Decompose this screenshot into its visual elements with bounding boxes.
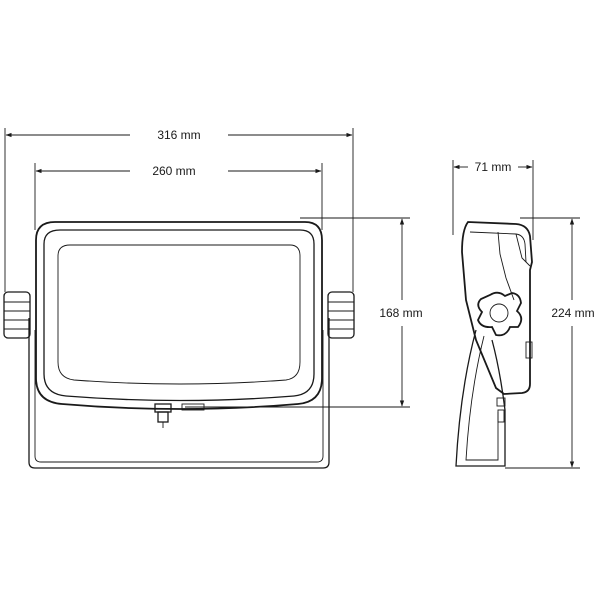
label-overall-height: 224 mm: [551, 306, 594, 320]
left-knob: [3, 291, 31, 339]
display-bezel: [43, 229, 315, 402]
dimension-depth: 71 mm: [453, 160, 533, 174]
bottom-connector: [154, 403, 205, 428]
side-bracket: [455, 329, 506, 467]
display-housing: [35, 221, 323, 410]
right-knob: [327, 291, 355, 339]
label-overall-width: 316 mm: [157, 128, 200, 142]
dimension-display-height: 168 mm: [379, 218, 423, 407]
side-housing: [461, 221, 533, 395]
mounting-bracket: [28, 318, 330, 469]
dimension-overall-height: 224 mm: [551, 218, 595, 468]
label-depth: 71 mm: [475, 160, 512, 174]
label-display-height: 168 mm: [379, 306, 422, 320]
display-screen: [57, 244, 301, 385]
front-view: 316 mm 260 mm: [3, 128, 423, 469]
side-view: 71 mm 224 mm: [452, 160, 595, 469]
dimension-display-width: 260 mm: [35, 164, 322, 178]
label-display-width: 260 mm: [152, 164, 195, 178]
dimension-overall-width: 316 mm: [5, 128, 353, 142]
star-knob: [477, 291, 523, 337]
